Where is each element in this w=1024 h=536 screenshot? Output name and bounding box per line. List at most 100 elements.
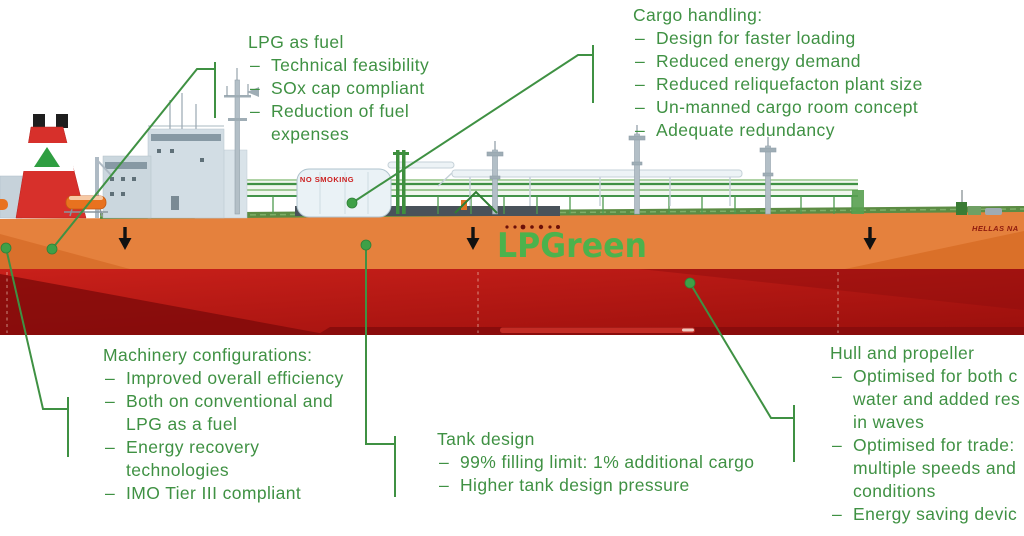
annotation-item: conditions — [830, 480, 1020, 503]
hose-crane-post — [95, 157, 99, 218]
bullet-dash — [830, 480, 853, 503]
bullet-dash: – — [635, 97, 646, 117]
annotation-item-text: conditions — [853, 481, 936, 501]
annotation-tank-design: Tank design –99% filling limit: 1% addit… — [437, 428, 754, 497]
bow-fittings — [956, 190, 1002, 215]
annotation-item: –SOx cap compliant — [248, 77, 429, 100]
no-smoking-sign: NO SMOKING — [300, 175, 354, 184]
annotation-items: –Design for faster loading–Reduced energ… — [633, 27, 923, 142]
annotation-cargo-handling: Cargo handling: –Design for faster loadi… — [633, 4, 923, 142]
ship-name-logo: LPGreen — [497, 226, 647, 266]
vent-masts — [486, 125, 777, 215]
bullet-dash — [830, 457, 853, 480]
bullet-dash: – — [105, 368, 116, 388]
annotation-item: –Adequate redundancy — [633, 119, 923, 142]
stern-marking-text: HELLAS NA — [972, 224, 1019, 233]
annotation-item: –Higher tank design pressure — [437, 474, 754, 497]
annotation-title: Tank design — [437, 429, 535, 449]
annotation-item: –99% filling limit: 1% additional cargo — [437, 451, 754, 474]
bullet-dash: – — [439, 452, 450, 472]
annotation-item-text: LPG as a fuel — [126, 414, 238, 434]
annotation-item-text: Un-manned cargo room concept — [656, 97, 919, 117]
keel-highlight — [500, 327, 695, 333]
bullet-dash: – — [250, 78, 261, 98]
hull-red-shadow-left — [0, 274, 330, 335]
tank-dome: NO SMOKING — [296, 168, 392, 218]
annotation-item: –Design for faster loading — [633, 27, 923, 50]
hull-orange-band — [0, 211, 1024, 269]
connector-hull-propeller — [689, 282, 795, 462]
bullet-dash — [830, 388, 853, 411]
hose-crane-boom — [96, 159, 113, 177]
bullet-dash — [830, 411, 853, 434]
vent-mast — [759, 137, 777, 215]
annotation-item: –Optimised for both c — [830, 365, 1020, 388]
annotation-item: –Technical feasibility — [248, 54, 429, 77]
bullet-dash: – — [105, 483, 116, 503]
annotation-item: multiple speeds and — [830, 457, 1020, 480]
annotation-item: –Improved overall efficiency — [103, 367, 344, 390]
bullet-dash: – — [832, 366, 843, 386]
pipe-bridge-legs — [437, 172, 731, 206]
annotation-item-text: multiple speeds and — [853, 458, 1017, 478]
annotation-items: –Improved overall efficiency–Both on con… — [103, 367, 344, 505]
annotation-item-text: Reduced reliquefacton plant size — [656, 74, 923, 94]
kingpost — [393, 150, 409, 214]
superstructure — [0, 68, 259, 219]
annotation-item: –Both on conventional and — [103, 390, 344, 413]
annotation-items: –99% filling limit: 1% additional cargo–… — [437, 451, 754, 497]
annotation-hull-and-propeller: Hull and propeller –Optimised for both c… — [830, 342, 1020, 526]
accommodation-main-block — [147, 128, 225, 219]
hull-orange-shadow-right — [845, 231, 1024, 269]
annotation-item-text: SOx cap compliant — [271, 78, 425, 98]
annotation-item: –IMO Tier III compliant — [103, 482, 344, 505]
connector-tank-design — [365, 245, 396, 497]
hull-red-shadow-right — [640, 269, 1024, 310]
bullet-dash — [103, 459, 126, 482]
annotation-title: Machinery configurations: — [103, 345, 313, 365]
keel-highlight-tip — [682, 328, 694, 332]
bullet-dash: – — [635, 74, 646, 94]
annotation-item-text: 99% filling limit: 1% additional cargo — [460, 452, 755, 472]
connector-dot — [360, 239, 372, 251]
annotation-item: water and added res — [830, 388, 1020, 411]
draft-arrows — [118, 227, 877, 250]
hose-crane — [454, 190, 498, 214]
cargo-manifold-slab — [295, 206, 560, 216]
annotation-item: –Reduced energy demand — [633, 50, 923, 73]
exhaust-pipe — [56, 114, 68, 128]
bullet-dash: – — [635, 51, 646, 71]
annotation-item-text: technologies — [126, 460, 230, 480]
connector-dot — [46, 243, 58, 255]
annotation-item: –Un-manned cargo room concept — [633, 96, 923, 119]
annotation-item-text: Adequate redundancy — [656, 120, 835, 140]
annotation-item: –Optimised for trade: — [830, 434, 1020, 457]
annotation-title: Hull and propeller — [830, 343, 975, 363]
annotation-item-text: Improved overall efficiency — [126, 368, 344, 388]
draft-arrow-icon — [863, 227, 877, 250]
connector-dot — [346, 197, 358, 209]
lifeboat — [64, 195, 108, 217]
annotation-item-text: Reduced energy demand — [656, 51, 861, 71]
bullet-dash: – — [250, 55, 261, 75]
callout-connectors — [5, 45, 795, 497]
aft-lifeboat — [0, 199, 8, 210]
connector-machinery — [5, 247, 69, 457]
bullet-dash — [103, 413, 126, 436]
annotation-item-text: Technical feasibility — [271, 55, 430, 75]
annotation-item-text: expenses — [271, 124, 350, 144]
draft-arrow-icon — [466, 227, 480, 250]
bullet-dash: – — [635, 28, 646, 48]
annotation-title: LPG as fuel — [248, 32, 344, 52]
hull-orange-shadow-left — [0, 234, 130, 269]
bullet-dash: – — [832, 435, 843, 455]
bullet-dash: – — [250, 101, 261, 121]
bullet-dash: – — [832, 504, 843, 524]
annotation-item-text: Both on conventional and — [126, 391, 334, 411]
ship-hull — [0, 206, 1024, 335]
rack-end-structure — [852, 190, 864, 214]
annotation-item-text: IMO Tier III compliant — [126, 483, 302, 503]
deck-edge-dashes — [99, 208, 1024, 217]
bridge-window-band — [151, 134, 221, 141]
